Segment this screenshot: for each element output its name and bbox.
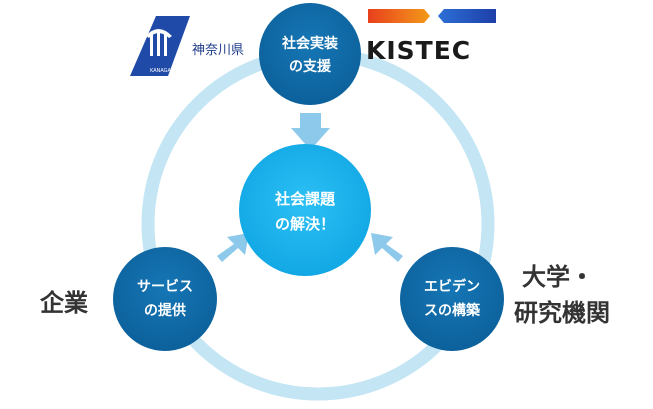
top-node-line-1: 社会実装 [281, 35, 339, 52]
kanagawa-emblem-icon: KANAGAWA [130, 16, 190, 76]
left-label-company: 企業 [40, 289, 88, 317]
top-node-line-2: の支援 [289, 58, 332, 75]
center-node-line-1: 社会課題 [274, 190, 336, 208]
arrow-down-icon [291, 113, 330, 150]
right-label-line-2: 研究機関 [514, 299, 610, 327]
right-node-line-2: スの構築 [424, 302, 481, 319]
arrow-up-right-icon [217, 233, 249, 262]
arrow-up-left-icon [371, 233, 403, 262]
left-node-line-2: の提供 [144, 302, 186, 319]
prefecture-name: 神奈川県 [192, 43, 245, 58]
kistec-bar-icon [368, 9, 496, 23]
center-node [239, 144, 371, 276]
top-node [259, 3, 361, 105]
kanagawa-emblem-text: KANAGAWA [150, 68, 179, 74]
center-node-line-2: の解決！ [275, 215, 335, 233]
right-node-line-1: エビデン [424, 278, 480, 295]
right-node [400, 247, 504, 351]
kistec-logo-text: KISTEC [366, 36, 472, 65]
left-node-line-1: サービス [137, 279, 193, 295]
right-label-line-1: 大学・ [522, 263, 594, 291]
left-node [113, 247, 217, 351]
